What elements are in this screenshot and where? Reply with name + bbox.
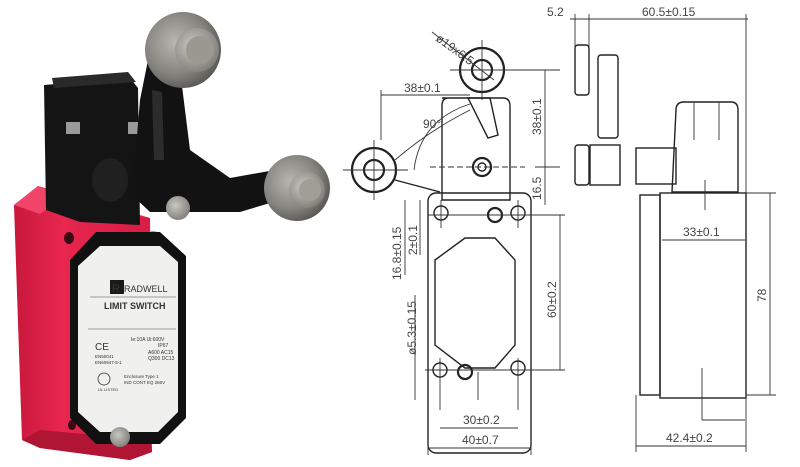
- pivot-bolt-icon: [166, 196, 190, 220]
- rating-text: A600 AC15: [148, 350, 174, 356]
- brand-name: RADWELL: [124, 284, 168, 294]
- switch-cover: [70, 232, 186, 447]
- svg-text:R: R: [112, 283, 120, 295]
- brand-logo: [110, 280, 124, 294]
- upper-roller: [145, 12, 221, 88]
- dim-hole-offset-v: 16.8±0.15: [390, 226, 404, 280]
- dim-roller-diameter: ø19x6.5: [433, 31, 477, 68]
- enclosure-text: IND CONT EQ 266V: [124, 380, 165, 385]
- dim-overall-depth: 60.5±0.15: [642, 5, 696, 19]
- screw-icon: [110, 427, 130, 447]
- side-view: 5.2 60.5±0.15 33±0.1 78 42.4±0.2: [547, 5, 776, 452]
- dim-roller-width: 5.2: [547, 5, 564, 19]
- label-title: LIMIT SWITCH: [104, 301, 166, 311]
- dim-body-depth: 42.4±0.2: [666, 431, 713, 445]
- dim-head-offset: 16.5: [530, 176, 544, 200]
- ul-mark: UL LISTED: [98, 387, 118, 392]
- rating-text: Ie:10A Ui:600V: [131, 337, 165, 343]
- standard-text: EN50041: [95, 354, 114, 359]
- product-photo: R RADWELL LIMIT SWITCH CE Ie:10A Ui:600V…: [14, 12, 330, 460]
- dim-body-width: 40±0.7: [462, 433, 499, 447]
- dim-body-depth-inner: 33±0.1: [683, 225, 720, 239]
- lower-roller: [264, 155, 330, 221]
- rating-text: Q300 DC13: [148, 356, 175, 362]
- dim-hole-offset-small: 2±0.1: [406, 225, 420, 255]
- enclosure-text: Enclosure Type 1: [124, 374, 159, 379]
- switch-head: [44, 72, 140, 225]
- dim-arm-length-v: 38±0.1: [530, 98, 544, 135]
- dim-hole-spacing-h: 30±0.2: [463, 413, 500, 427]
- technical-drawing: ø19x6.5 38±0.1 90° 38±0.1 16.5: [343, 5, 776, 455]
- dim-arm-length-h: 38±0.1: [404, 81, 441, 95]
- standard-text: EN60947-5-1: [95, 360, 122, 365]
- screw-icon: [66, 122, 80, 134]
- dim-angle: 90°: [423, 117, 441, 131]
- ul-listed-icon: [97, 372, 111, 386]
- lever-arm: [132, 60, 280, 220]
- product-label: R RADWELL LIMIT SWITCH CE Ie:10A Ui:600V…: [88, 280, 176, 392]
- screw-icon: [128, 122, 138, 134]
- front-view: ø19x6.5 38±0.1 90° 38±0.1 16.5: [343, 31, 565, 455]
- rating-text: IP67: [158, 343, 169, 349]
- dim-body-height: 78: [755, 288, 769, 302]
- dim-hole-diameter: ø5.3±0.15: [405, 301, 419, 355]
- ce-mark: CE: [95, 342, 109, 353]
- dim-hole-spacing-v: 60±0.2: [545, 281, 559, 318]
